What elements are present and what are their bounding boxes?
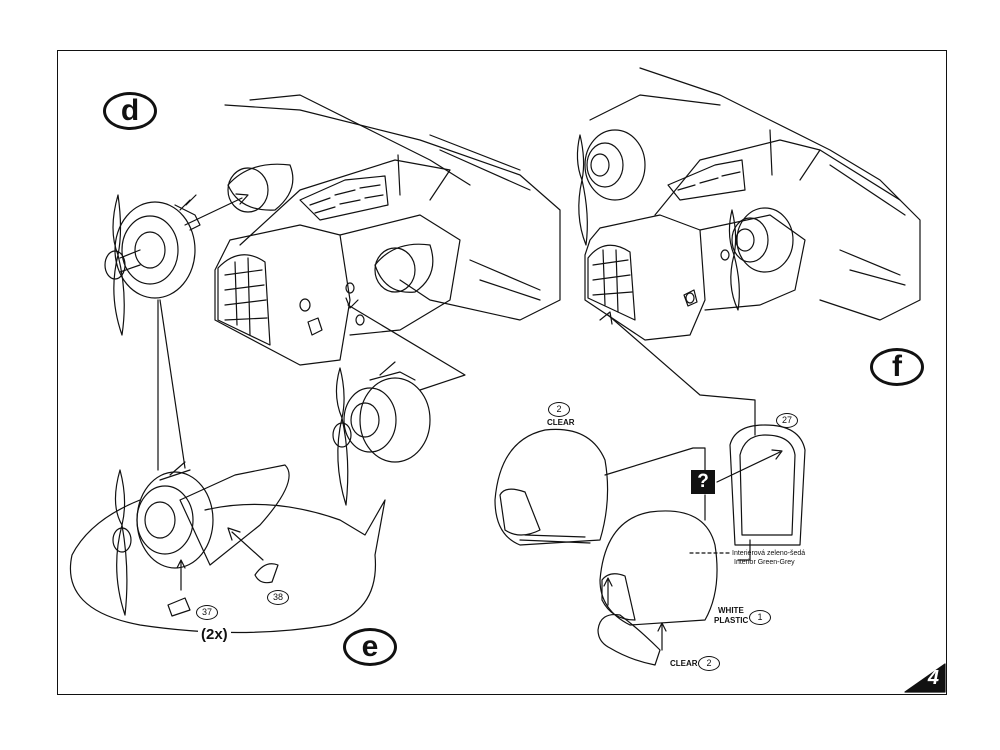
page-number-text: 4: [927, 667, 939, 689]
part-1: 1: [749, 610, 771, 625]
question-mark-box: ?: [691, 470, 715, 494]
page-number: 4: [905, 664, 945, 692]
step-e-label: e: [343, 628, 397, 666]
page-corner: [904, 663, 946, 693]
plastic-label: PLASTIC: [714, 616, 749, 625]
left-fuselage: [214, 94, 561, 366]
step-f-label: f: [870, 348, 924, 386]
part-37: 37: [196, 605, 218, 620]
engine-upper-left: [104, 194, 201, 336]
color-label-cz: Interiérová zeleno-šedá: [732, 550, 806, 557]
left-leader-lines: [157, 193, 466, 471]
engine-middle: [332, 361, 431, 506]
part-2-clear: 2: [548, 402, 570, 417]
part-38: 38: [267, 590, 289, 605]
part-27: 27: [776, 413, 798, 428]
part-2-clear-bottom: 2: [698, 656, 720, 671]
right-fuselage: [584, 67, 921, 341]
white-label: WHITE: [718, 606, 744, 615]
left-nacelles: [227, 163, 434, 293]
two-x-label: (2x): [198, 626, 231, 643]
canopy-parts: [494, 311, 806, 666]
color-label-en: Interior Green-Grey: [734, 559, 795, 566]
page-frame: [57, 50, 947, 695]
right-engines: [576, 129, 794, 311]
engine-lower-left: [69, 461, 386, 634]
clear-label-top: CLEAR: [547, 418, 575, 427]
clear-label-bottom: CLEAR: [670, 659, 698, 668]
step-d-label: d: [103, 92, 157, 130]
